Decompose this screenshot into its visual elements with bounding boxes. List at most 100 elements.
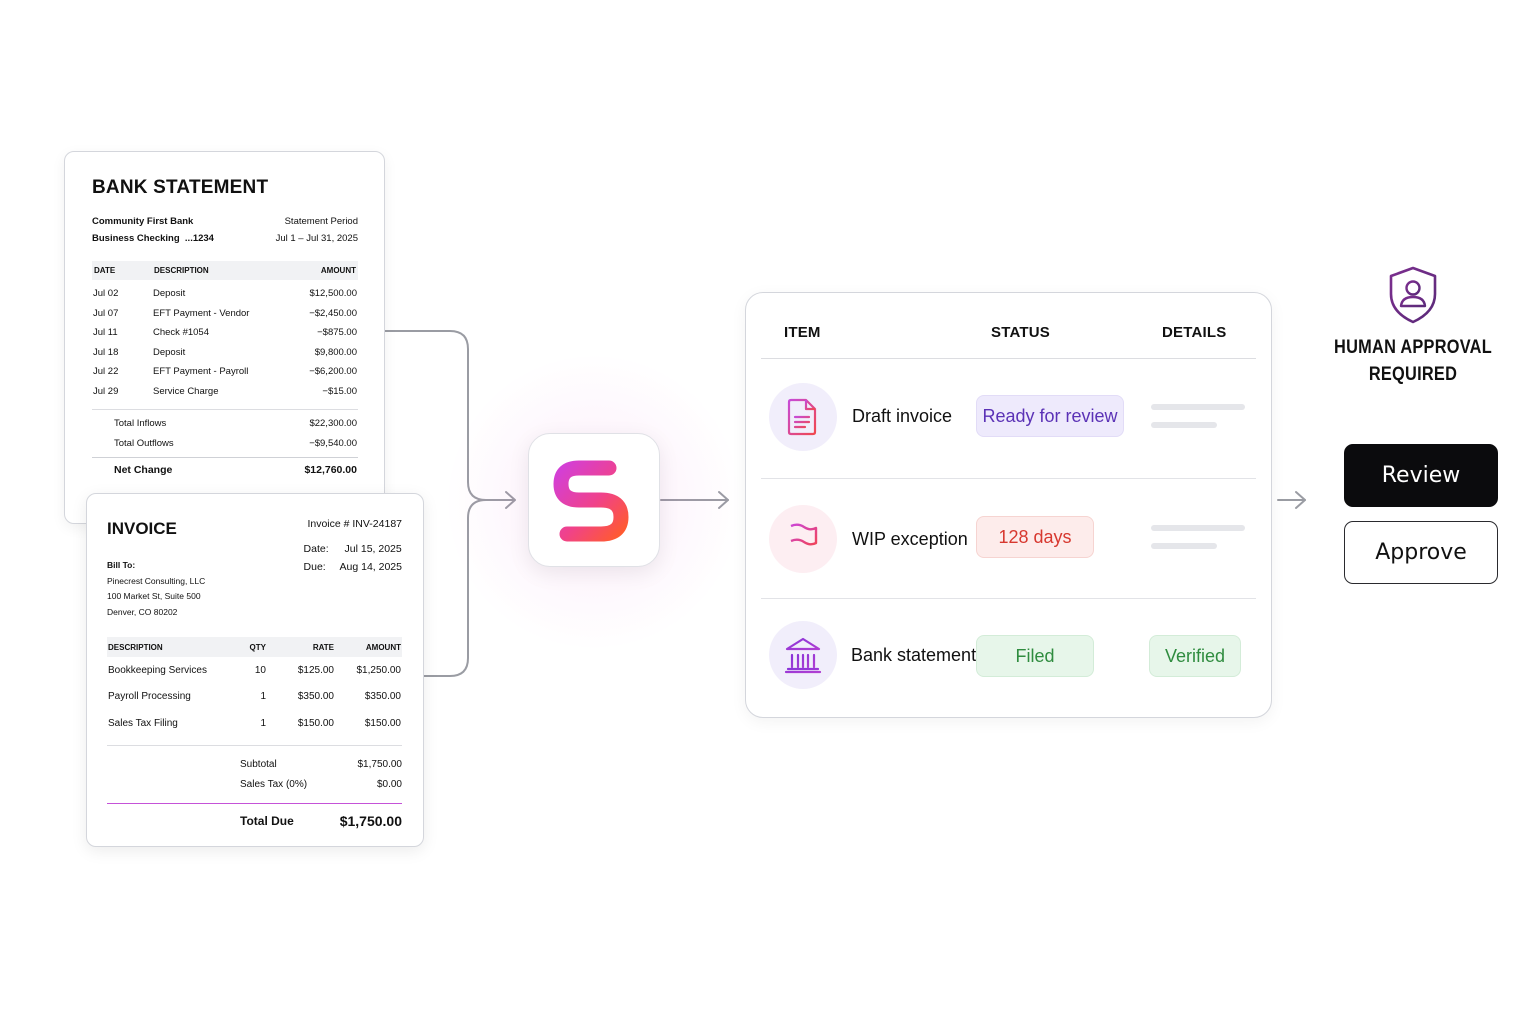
- tax-label: Sales Tax (0%): [240, 779, 308, 790]
- subtotal-row: Subtotal $1,750.00: [107, 755, 402, 775]
- bill-to-line: Denver, CO 80202: [107, 606, 178, 617]
- total-inflows-label: Total Inflows: [114, 418, 167, 430]
- row-qty: 1: [260, 691, 266, 703]
- bill-to-line: 100 Market St, Suite 500: [107, 591, 201, 601]
- invoice-date: Jul 15, 2025: [344, 543, 402, 555]
- invoice-title: INVOICE: [107, 519, 177, 538]
- row-amount: $350.00: [364, 691, 401, 703]
- status-badge: 128 days: [976, 516, 1094, 558]
- row-desc: Check #1054: [153, 327, 209, 339]
- col-rate: RATE: [312, 642, 334, 652]
- row-desc: Sales Tax Filing: [108, 717, 178, 729]
- table-row: Jul 07 EFT Payment - Vendor −$2,450.00: [92, 304, 358, 324]
- row-desc: Deposit: [153, 288, 186, 300]
- bank-totals: Total Inflows $22,300.00 Total Outflows −$…: [92, 410, 358, 458]
- bank-table-header: DATE DESCRIPTION AMOUNT: [92, 261, 358, 280]
- shield-user-icon: [1389, 266, 1437, 324]
- row-date: Jul 22: [93, 366, 119, 378]
- bill-to-line: Pinecrest Consulting, LLC: [107, 575, 206, 586]
- bank-statement-meta: Community First Bank Business Checking .…: [92, 213, 358, 247]
- status-row-wip-exception[interactable]: WIP exception 128 days: [761, 479, 1256, 599]
- status-row-bank-statement[interactable]: Bank statement Filed Verified: [761, 599, 1256, 719]
- table-row: Bookkeeping Services 10 $125.00 $1,250.00: [107, 657, 402, 684]
- bank-connector: [384, 330, 515, 501]
- tax-row: Sales Tax (0%)$0.00: [107, 775, 402, 795]
- row-rate: $350.00: [297, 691, 334, 703]
- total-outflows-label: Total Outflows: [114, 437, 174, 449]
- total-outflows-value: −$9,540.00: [309, 437, 357, 449]
- row-desc: Service Charge: [153, 385, 219, 397]
- invoice-date-label: Date:: [303, 543, 329, 555]
- document-icon: [769, 383, 837, 451]
- row-amount: $1,250.00: [356, 664, 402, 676]
- invoice-number: Invoice # INV-24187: [307, 518, 402, 530]
- row-amount: $9,800.00: [314, 346, 357, 358]
- total-inflows-value: $22,300.00: [309, 418, 357, 430]
- invoice-due: Aug 14, 2025: [339, 561, 402, 573]
- table-row: Jul 22 EFT Payment - Payroll −$6,200.00: [92, 362, 358, 382]
- row-date: Jul 18: [93, 346, 119, 358]
- row-amount: $12,500.00: [309, 288, 357, 300]
- bank-statement-card: BANK STATEMENT Community First Bank Busi…: [64, 151, 385, 524]
- row-qty: 10: [254, 664, 266, 676]
- invoice-subtotals: Subtotal $1,750.00 Sales Tax (0%)$0.00: [107, 746, 402, 804]
- status-badge: Filed: [976, 635, 1094, 677]
- col-item: ITEM: [784, 324, 821, 341]
- s-logo-icon: [553, 460, 629, 542]
- approval-title-line1: HUMAN APPROVAL: [1334, 337, 1492, 358]
- approval-title: HUMAN APPROVAL REQUIRED: [1331, 334, 1494, 388]
- statement-period: Jul 1 – Jul 31, 2025: [275, 233, 358, 244]
- status-table: ITEM STATUS DETAILS Draft invoice Ready …: [745, 292, 1272, 718]
- total-outflows-row: Total Outflows −$9,540.00: [92, 434, 358, 454]
- invoice-due-label: Due:: [303, 561, 326, 573]
- logo-to-table-arrowhead: [718, 491, 729, 509]
- approve-button[interactable]: Approve: [1344, 521, 1498, 584]
- review-button[interactable]: Review: [1344, 444, 1498, 507]
- bill-to: Bill To: Pinecrest Consulting, LLC 100 M…: [107, 558, 402, 620]
- col-qty: QTY: [249, 642, 266, 652]
- invoice-card: INVOICE Invoice # INV-24187 Date: Jul 15,…: [86, 493, 424, 847]
- merge-arrowhead: [505, 491, 516, 509]
- col-status: STATUS: [991, 324, 1050, 341]
- row-amount: −$2,450.00: [309, 307, 357, 319]
- row-rate: $150.00: [297, 717, 334, 729]
- invoice-table-header: DESCRIPTION QTY RATE AMOUNT: [107, 637, 402, 657]
- subtotal-label: Subtotal: [240, 759, 277, 770]
- row-rate: $125.00: [297, 664, 334, 676]
- bank-icon: [769, 621, 837, 689]
- col-details: DETAILS: [1162, 324, 1227, 341]
- invoice-dates: Date: Jul 15, 2025 Due: Aug 14, 2025: [304, 540, 402, 576]
- row-amount: −$875.00: [317, 327, 357, 339]
- row-desc: EFT Payment - Vendor: [153, 307, 250, 319]
- status-row-draft-invoice[interactable]: Draft invoice Ready for review: [761, 359, 1256, 479]
- flag-icon: [769, 505, 837, 573]
- status-badge: Ready for review: [976, 395, 1124, 437]
- net-change-label: Net Change: [114, 464, 173, 476]
- row-date: Jul 07: [93, 307, 119, 319]
- app-logo: [528, 433, 660, 567]
- total-inflows-row: Total Inflows $22,300.00: [92, 414, 358, 434]
- row-desc: EFT Payment - Payroll: [153, 366, 249, 378]
- col-amount: AMOUNT: [365, 642, 401, 652]
- row-amount: $150.00: [364, 717, 401, 729]
- row-amount: −$15.00: [322, 385, 357, 397]
- details-placeholder-line: [1151, 525, 1245, 531]
- row-desc: Bookkeeping Services: [108, 664, 207, 676]
- col-description: DESCRIPTION: [108, 642, 163, 652]
- row-amount: −$6,200.00: [309, 366, 357, 378]
- approval-title-line2: REQUIRED: [1368, 364, 1458, 385]
- subtotal-value: $1,750.00: [357, 759, 403, 770]
- statement-period-label: Statement Period: [284, 216, 358, 227]
- total-due-value: $1,750.00: [339, 812, 402, 829]
- details-placeholder-line: [1151, 404, 1245, 410]
- col-date: DATE: [94, 266, 116, 275]
